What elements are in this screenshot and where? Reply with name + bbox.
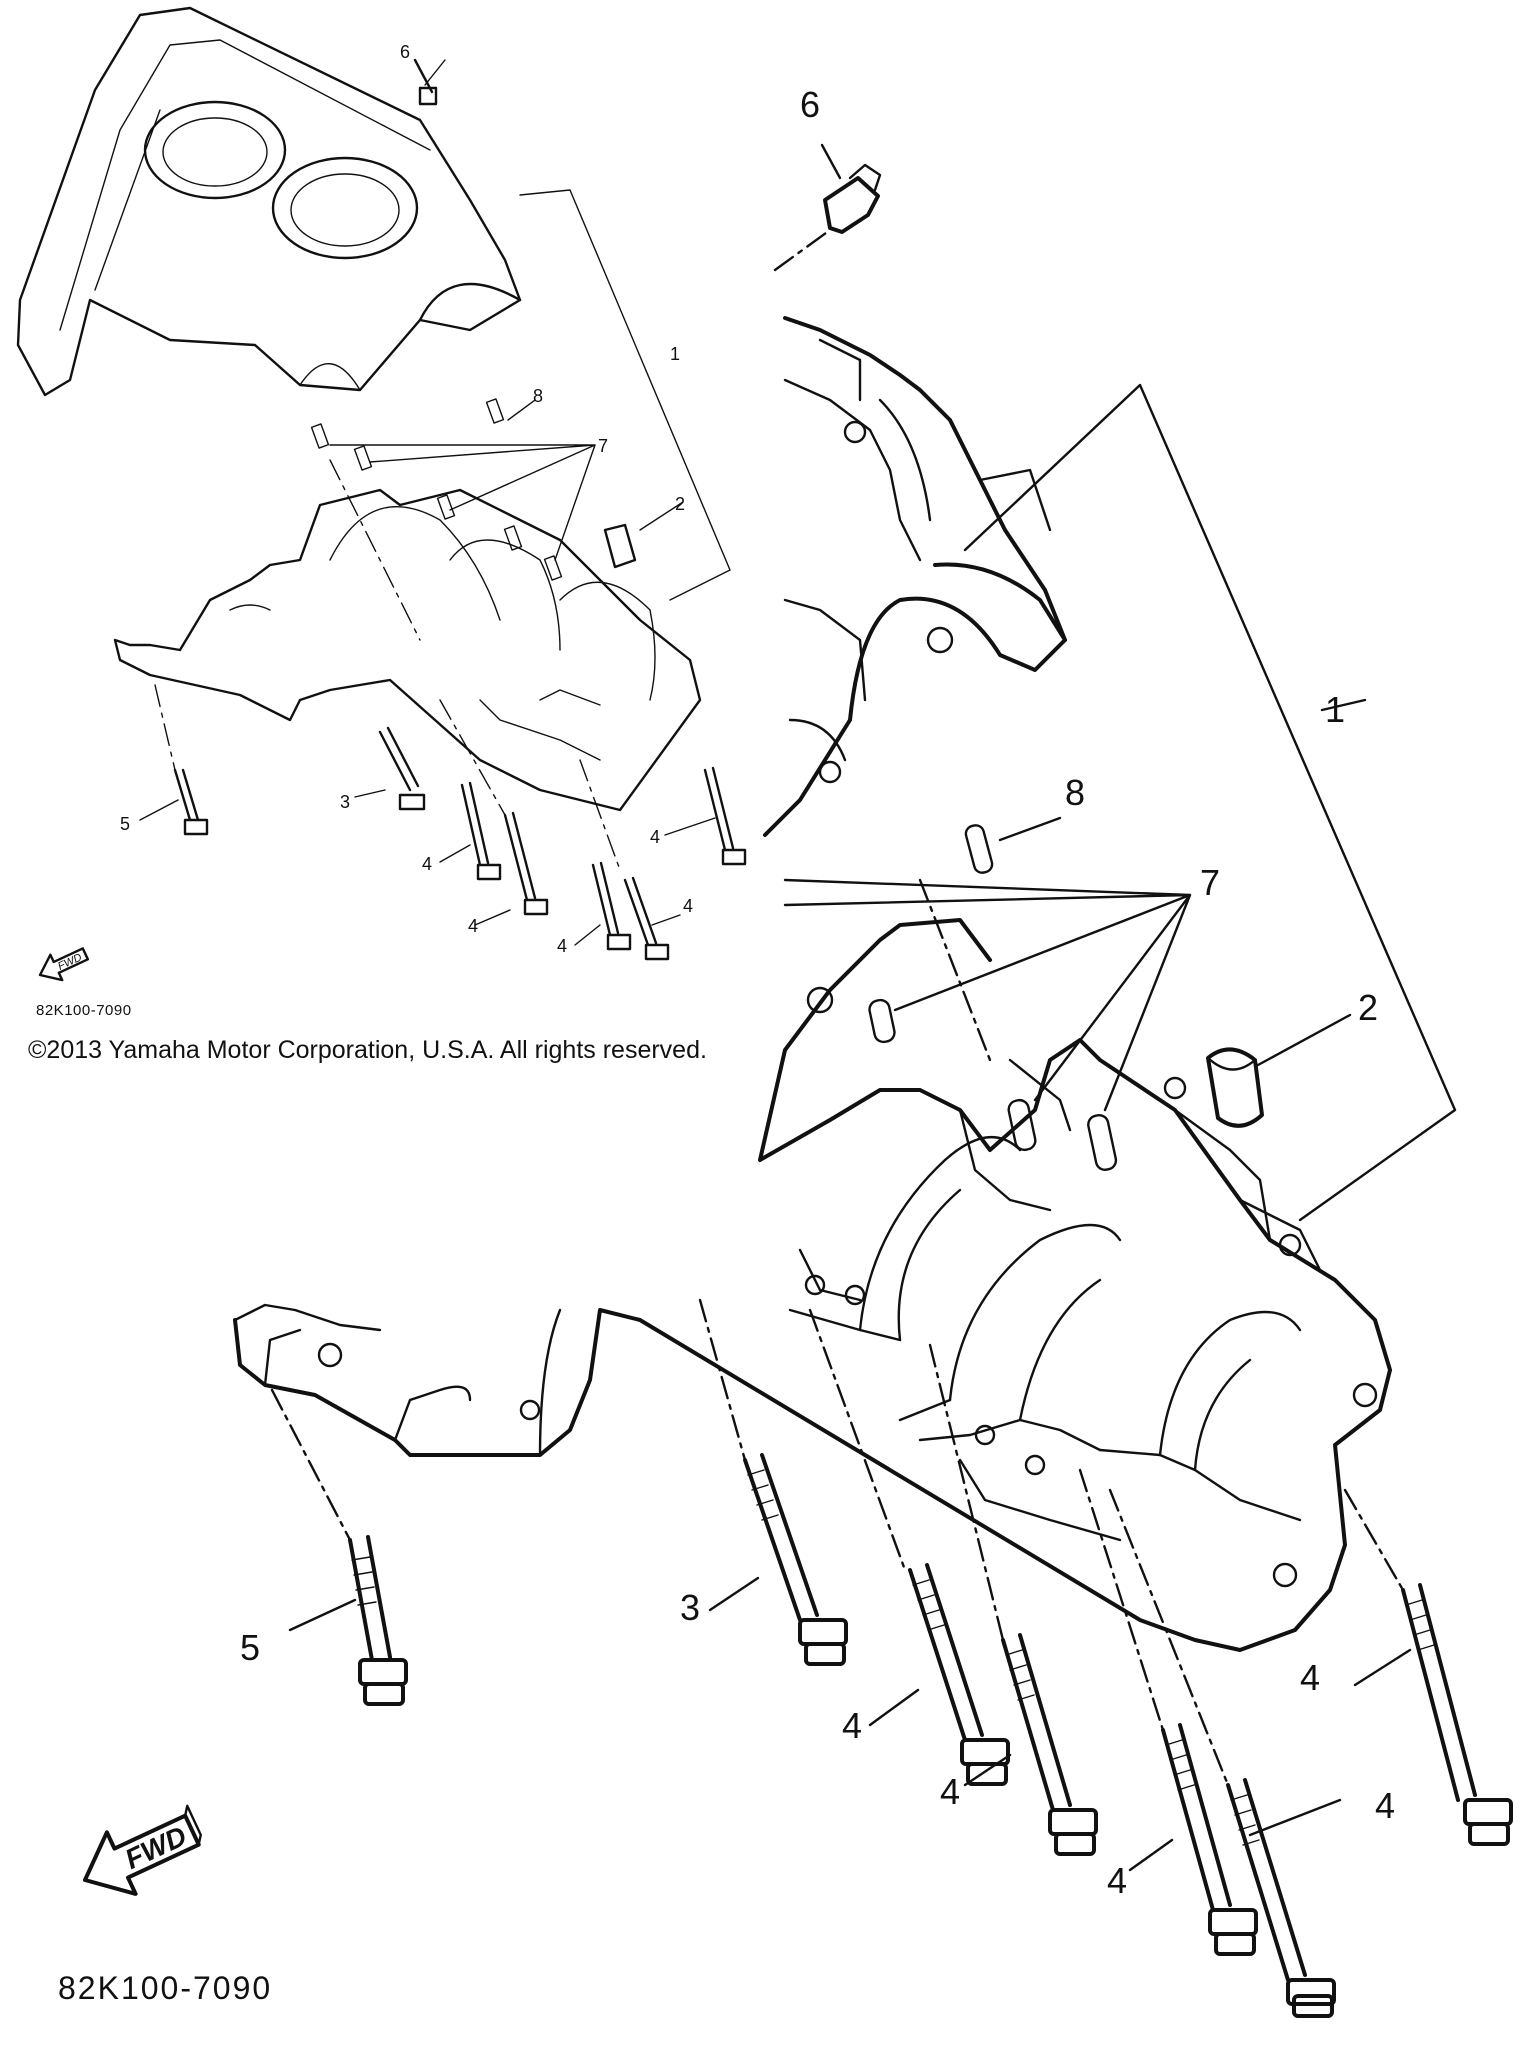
copyright-notice: ©2013 Yamaha Motor Corporation, U.S.A. A…	[28, 1036, 707, 1064]
callout-4b: 4	[940, 1771, 960, 1812]
upper-crankcase-detail	[763, 316, 1067, 837]
callout-5: 5	[240, 1627, 260, 1668]
dowel-pin-8	[964, 824, 994, 874]
thumb-callout-5: 5	[120, 814, 130, 834]
thumb-callout-4b: 4	[468, 916, 478, 936]
thumb-fwd-arrow-icon: FWD	[38, 947, 90, 982]
thumb-callout-4e: 4	[650, 827, 660, 847]
upper-crankcase-outline	[16, 6, 522, 397]
detail-bolts	[348, 1453, 1513, 2018]
thumb-callout-4d: 4	[683, 896, 693, 916]
stud-6	[823, 176, 880, 234]
thumb-callout-8: 8	[533, 386, 543, 406]
callout-1: 1	[1325, 689, 1345, 730]
callout-4a: 4	[842, 1705, 862, 1746]
diagram-code-small: 82K100-7090	[36, 1002, 132, 1019]
lower-crankcase-outline	[113, 488, 702, 812]
thumbnail-leaders	[139, 59, 731, 946]
cylinder-bore-2	[271, 156, 419, 260]
lower-crankcase-detail	[233, 918, 1392, 1652]
callout-4e: 4	[1300, 1657, 1320, 1698]
thumb-callout-4c: 4	[557, 936, 567, 956]
thumbnail-diagram: 6 1 8 7 2 3 4 4 4 4 4 5 FWD	[16, 6, 747, 982]
callout-8: 8	[1065, 772, 1085, 813]
callout-4c: 4	[1107, 1860, 1127, 1901]
svg-text:FWD: FWD	[56, 951, 84, 972]
callout-6: 6	[800, 84, 820, 125]
callout-2: 2	[1358, 987, 1378, 1028]
thumb-callout-4a: 4	[422, 854, 432, 874]
thumb-callout-2: 2	[675, 494, 685, 514]
detail-leaders	[270, 143, 1457, 1872]
thumb-callout-1: 1	[670, 344, 680, 364]
collar-2	[1206, 1047, 1264, 1128]
cylinder-bore-1	[143, 100, 287, 200]
thumbnail-bolts	[173, 58, 747, 961]
dowel-pins	[868, 998, 1118, 1171]
callout-4d: 4	[1375, 1785, 1395, 1826]
fwd-arrow-icon: FWD	[83, 1804, 202, 1896]
diagram-code-large: 82K100-7090	[58, 1970, 273, 2006]
thumb-callout-7: 7	[598, 436, 608, 456]
callout-3: 3	[680, 1587, 700, 1628]
thumb-callout-6: 6	[400, 42, 410, 62]
thumb-callout-3: 3	[340, 792, 350, 812]
callout-7: 7	[1200, 862, 1220, 903]
